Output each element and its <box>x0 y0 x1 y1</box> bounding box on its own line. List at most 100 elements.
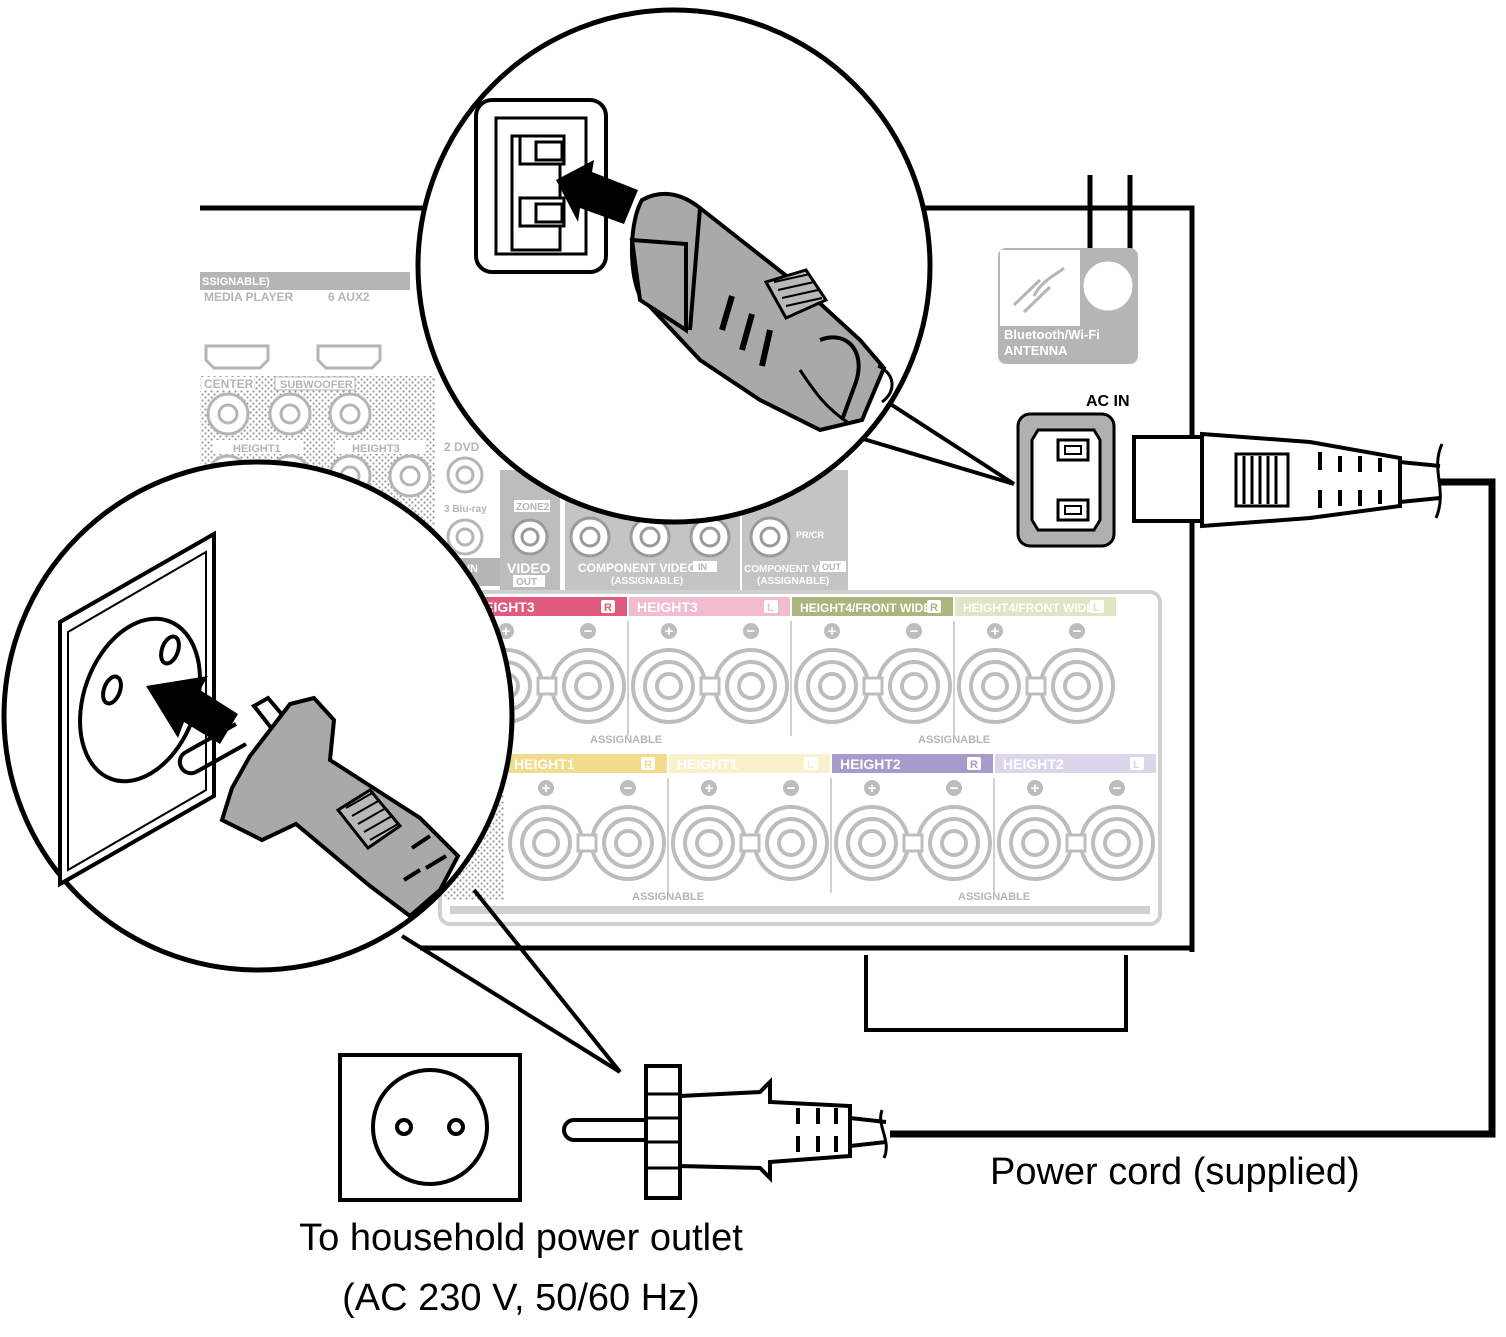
terminal-sign-badge <box>701 780 717 796</box>
wall-outlet <box>338 1053 522 1202</box>
channel-side-lower-4: L <box>1133 759 1140 771</box>
speaker-terminal-upper-4-minus <box>1039 648 1115 724</box>
terminal-sign-badge <box>498 623 514 639</box>
rca-jacks-component-in <box>569 516 731 558</box>
panel-label-center: CENTER <box>204 377 254 391</box>
channel-side-lower-1: R <box>644 759 652 771</box>
rca-jacks-video-in <box>446 456 484 556</box>
terminal-sign-badge <box>1069 623 1085 639</box>
channel-label-lower-1: HEIGHT1 <box>514 756 575 772</box>
terminal-sign-badge <box>661 623 677 639</box>
panel-label-dvd: 2 DVD <box>444 440 480 454</box>
terminal-sign: + <box>665 623 674 640</box>
speaker-terminal-lower-4-minus <box>1079 805 1155 881</box>
channel-band-upper-2 <box>629 597 790 616</box>
speaker-terminal-upper-4-plus <box>957 648 1033 724</box>
terminal-sign: + <box>828 623 837 640</box>
power-cord-line-right <box>890 478 1496 1138</box>
speaker-terminal-lower-2-minus <box>753 805 829 881</box>
terminal-bridge <box>576 833 598 853</box>
panel-label-component-in-tag: IN <box>698 562 707 572</box>
antenna-label-line2: ANTENNA <box>1004 343 1068 358</box>
channel-band-upper-4 <box>955 597 1116 616</box>
antenna-icon <box>1012 266 1065 314</box>
channel-side-box-lower-3 <box>967 757 981 770</box>
channel-side-box-upper-3 <box>927 600 941 613</box>
channel-side-box-upper-2 <box>764 600 778 613</box>
assignable-label-1: ASSIGNABLE <box>590 734 662 746</box>
hdmi-port-aux2 <box>316 344 382 370</box>
ac-in-inlet <box>1016 412 1116 548</box>
panel-label-component-out-tag: OUT <box>822 562 842 572</box>
assignable-label-2: ASSIGNABLE <box>918 734 990 746</box>
channel-band-lower-2 <box>669 754 830 773</box>
channel-band-lower-3 <box>832 754 993 773</box>
channel-band-upper-3 <box>792 597 953 616</box>
terminal-sign-badge <box>987 623 1003 639</box>
channel-side-box-lower-4 <box>1130 757 1144 770</box>
zoom-callout-wall-socket <box>1 459 622 1074</box>
channel-side-lower-2: L <box>807 759 814 771</box>
terminal-sign-badge <box>946 780 962 796</box>
terminal-bridge <box>1025 676 1047 696</box>
panel-label-media-player: MEDIA PLAYER <box>204 290 293 304</box>
terminal-sign-badge <box>864 780 880 796</box>
channel-side-box-upper-4 <box>1090 600 1104 613</box>
channel-side-upper-4: L <box>1093 602 1100 614</box>
terminal-sign: + <box>502 623 511 640</box>
terminal-bridge <box>862 676 884 696</box>
terminal-sign-badge <box>538 780 554 796</box>
channel-label-upper-3: HEIGHT4/FRONT WIDE <box>800 601 931 615</box>
antenna-label-line1: Bluetooth/Wi-Fi <box>1004 327 1100 342</box>
ac-in-label: AC IN <box>1086 393 1130 410</box>
iec-plug-closeup <box>629 191 894 433</box>
terminal-sign-badge <box>743 623 759 639</box>
bluetooth-wifi-antenna: Bluetooth/Wi-Fi ANTENNA <box>998 175 1138 364</box>
panel-label-bluray: 3 Blu-ray <box>444 504 487 515</box>
panel-label-component-out: COMPONENT VIDEO <box>744 564 843 575</box>
speaker-terminal-lower-3-minus <box>916 805 992 881</box>
panel-label-component-in-assign: (ASSIGNABLE) <box>611 576 683 587</box>
insert-arrow-icon-2 <box>146 676 238 744</box>
hdmi-port-media-player <box>204 344 270 370</box>
channel-label-lower-3: HEIGHT2 <box>840 756 901 772</box>
speaker-terminal-upper-2-minus <box>713 648 789 724</box>
speaker-terminal-upper-2-plus <box>631 648 707 724</box>
panel-label-video: VIDEO <box>507 560 551 576</box>
terminal-sign-badge <box>824 623 840 639</box>
channel-side-box-lower-1 <box>641 757 655 770</box>
speaker-terminal-upper-3-minus <box>876 648 952 724</box>
terminal-bridge <box>902 833 924 853</box>
terminal-sign: − <box>950 780 959 797</box>
terminal-sign-badge <box>1109 780 1125 796</box>
terminal-bridge <box>699 676 721 696</box>
outlet-caption-line1: To household power outlet <box>299 1217 743 1259</box>
speaker-terminal-upper-3-plus <box>794 648 870 724</box>
terminal-sign: + <box>705 780 714 797</box>
channel-band-lower-4 <box>995 754 1156 773</box>
channel-band-lower-1 <box>506 754 667 773</box>
terminal-sign-badge <box>1027 780 1043 796</box>
terminal-bridge <box>739 833 761 853</box>
mains-plug-closeup <box>177 695 461 919</box>
speaker-terminal-lower-4-plus <box>997 805 1073 881</box>
speaker-terminal-upper-1-minus <box>550 648 626 724</box>
terminal-sign: + <box>868 780 877 797</box>
channel-label-upper-2: HEIGHT3 <box>637 599 698 615</box>
terminal-sign-badge <box>620 780 636 796</box>
terminal-sign: − <box>624 780 633 797</box>
power-cord-caption: Power cord (supplied) <box>990 1151 1360 1193</box>
channel-label-lower-2: HEIGHT1 <box>677 756 738 772</box>
speaker-terminal-lower-1-minus <box>590 805 666 881</box>
iec-connector-plug <box>890 431 1496 1138</box>
panel-label-aux2: 6 AUX2 <box>328 290 370 304</box>
terminal-sign-badge <box>906 623 922 639</box>
channel-side-upper-1: R <box>604 602 612 614</box>
panel-label-video-out: OUT <box>516 577 537 588</box>
panel-label-component-out-assign: (ASSIGNABLE) <box>757 576 829 587</box>
panel-label-pr-cr: PR/CR <box>796 530 825 540</box>
channel-side-lower-3: R <box>970 759 978 771</box>
speaker-terminal-lower-2-plus <box>671 805 747 881</box>
terminal-sign: − <box>787 780 796 797</box>
